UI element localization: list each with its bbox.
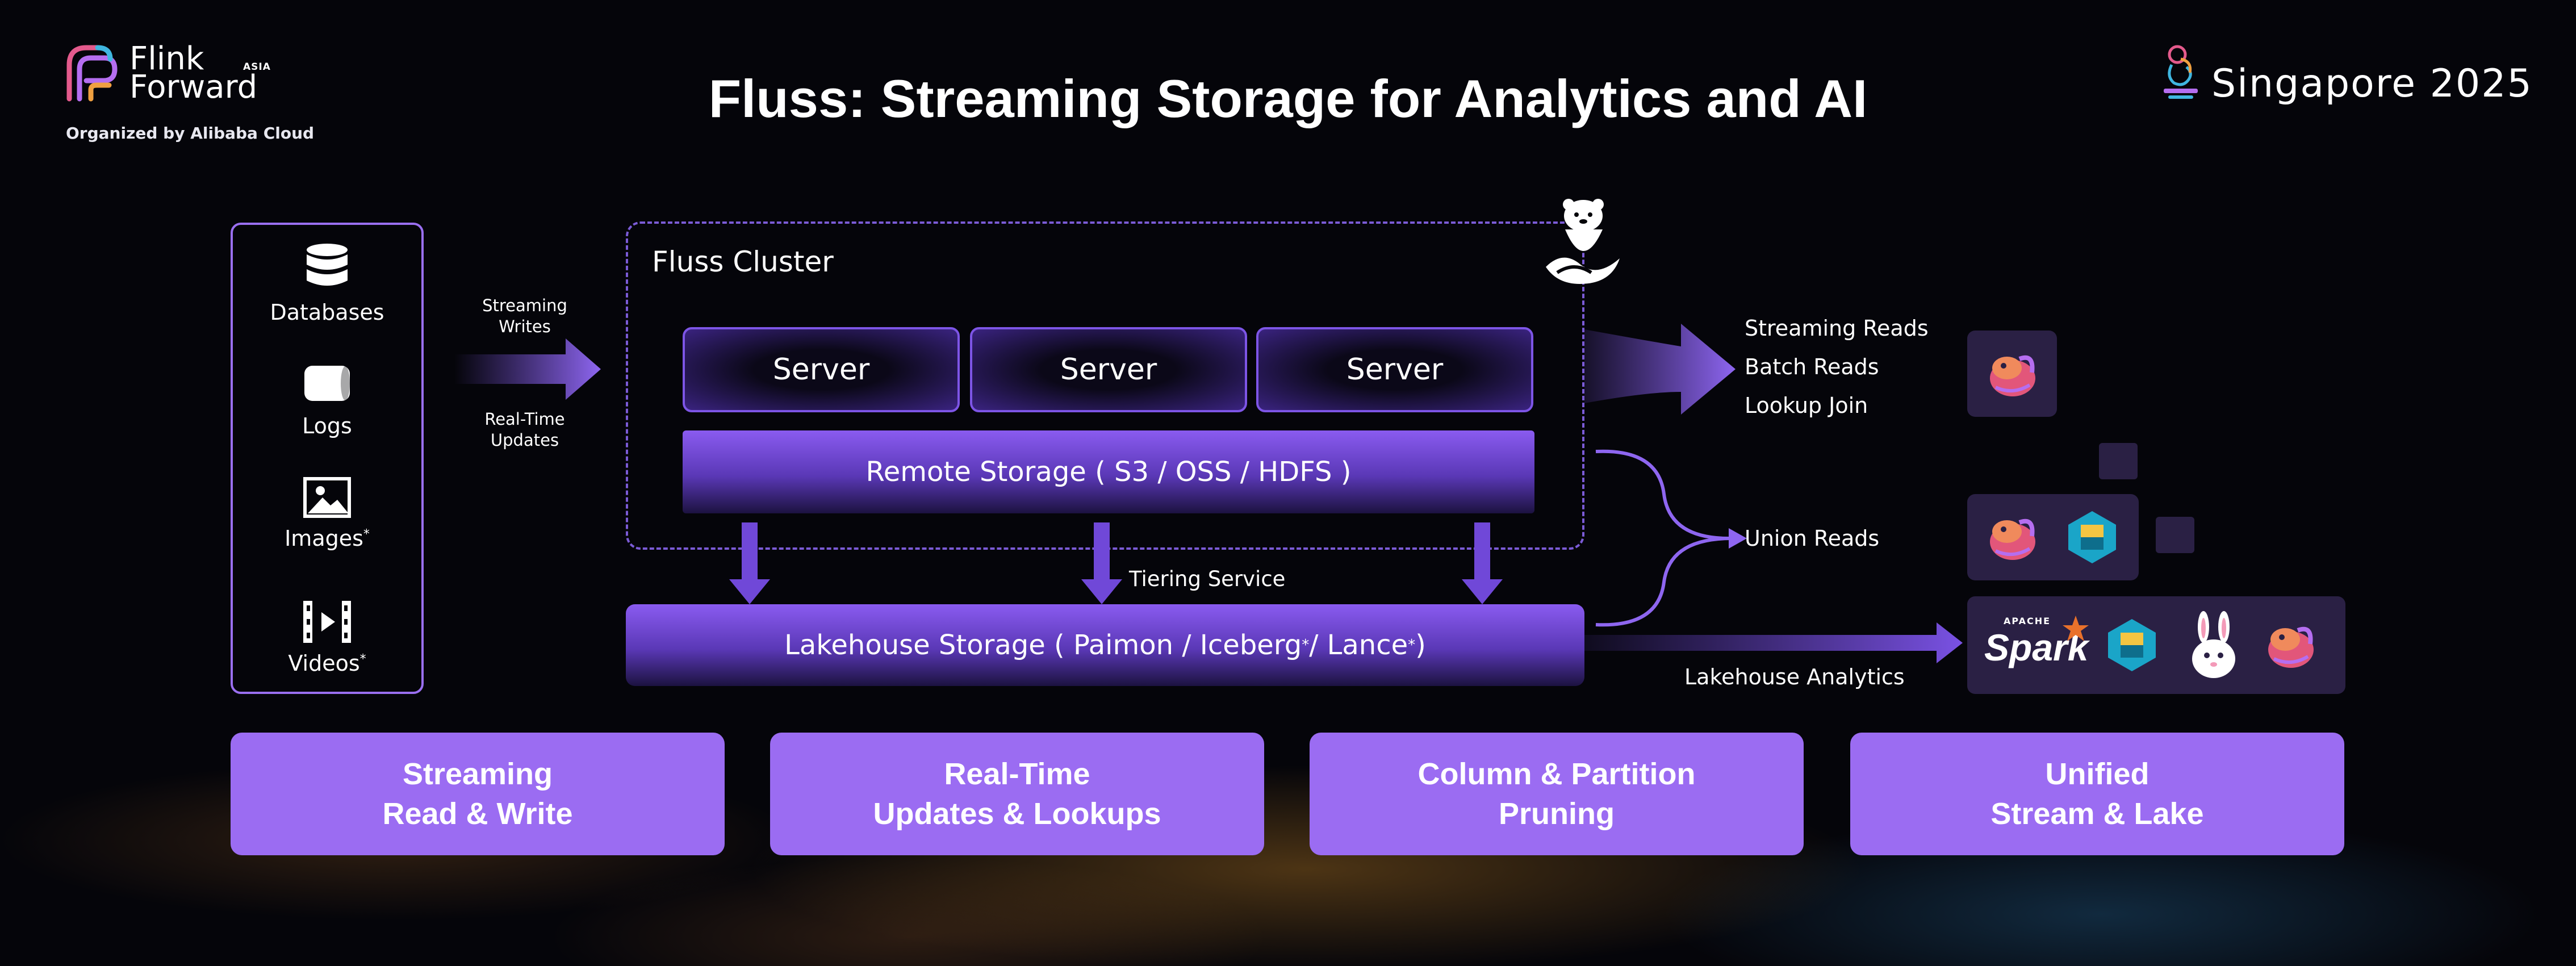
- starrocks-icon: [2068, 511, 2116, 563]
- streaming-reads-label: Streaming Reads: [1745, 316, 1929, 341]
- brand-name-line2: Forward: [129, 69, 258, 106]
- batch-reads-label: Batch Reads: [1745, 354, 1879, 379]
- source-databases-label: Databases: [270, 300, 384, 325]
- tiering-service-label: Tiering Service: [1129, 567, 1286, 591]
- image-icon: [303, 477, 351, 518]
- rabbit-icon: [2192, 611, 2235, 678]
- union-engine-box: [1967, 494, 2139, 580]
- tiering-arrow-1: [729, 522, 770, 604]
- reads-arrow: [1584, 324, 1736, 415]
- source-videos-label: Videos*: [288, 651, 366, 676]
- ingest-arrow: [454, 338, 601, 400]
- cluster-title: Fluss Cluster: [652, 245, 834, 278]
- spark-star-icon: [2063, 616, 2089, 641]
- decoration-square-1: [2099, 443, 2138, 479]
- starrocks-icon: [2108, 619, 2156, 671]
- server-node-3: Server: [1256, 327, 1533, 412]
- tiering-arrow-3: [1462, 522, 1503, 604]
- spark-logo: APACHE Spark: [1984, 613, 2092, 676]
- lakehouse-engines-box: APACHE Spark: [1967, 596, 2345, 694]
- lakehouse-storage: Lakehouse Storage ( Paimon / Iceberg* / …: [626, 604, 1584, 686]
- flink-forward-logo: [66, 45, 118, 102]
- spark-apache-label: APACHE: [2004, 616, 2051, 626]
- event-name: Singapore 2025: [2211, 61, 2533, 106]
- flink-squirrel-icon: [1990, 518, 2035, 560]
- streaming-engine-box: [1967, 331, 2057, 417]
- log-icon: [304, 366, 350, 401]
- singapore-event-icon: [2164, 45, 2198, 99]
- page-title: Fluss: Streaming Storage for Analytics a…: [708, 69, 1868, 128]
- data-sources-panel: [231, 223, 424, 694]
- fluss-otter-logo: [1546, 199, 1620, 284]
- brand-name-line1: Flink: [129, 40, 204, 77]
- decoration-square-2: [2156, 517, 2194, 553]
- union-reads-connector: [1595, 449, 1747, 627]
- server-node-1: Server: [683, 327, 960, 412]
- remote-storage: Remote Storage ( S3 / OSS / HDFS ): [683, 430, 1534, 513]
- flink-squirrel-icon: [1990, 355, 2035, 396]
- tiering-arrow-2: [1081, 522, 1122, 604]
- source-logs-label: Logs: [302, 413, 352, 438]
- organizer-text: Organized by Alibaba Cloud: [66, 124, 315, 143]
- video-icon: [303, 601, 351, 643]
- lookup-join-label: Lookup Join: [1745, 393, 1868, 418]
- server-node-2: Server: [970, 327, 1247, 412]
- union-reads-label: Union Reads: [1745, 526, 1880, 551]
- brand-region: ASIA: [243, 61, 271, 73]
- lakehouse-analytics-label: Lakehouse Analytics: [1684, 664, 1905, 689]
- lakehouse-analytics-arrow: [1584, 622, 1963, 663]
- database-icon: [307, 244, 348, 286]
- flink-squirrel-icon: [2268, 626, 2314, 668]
- source-images-label: Images*: [285, 526, 370, 551]
